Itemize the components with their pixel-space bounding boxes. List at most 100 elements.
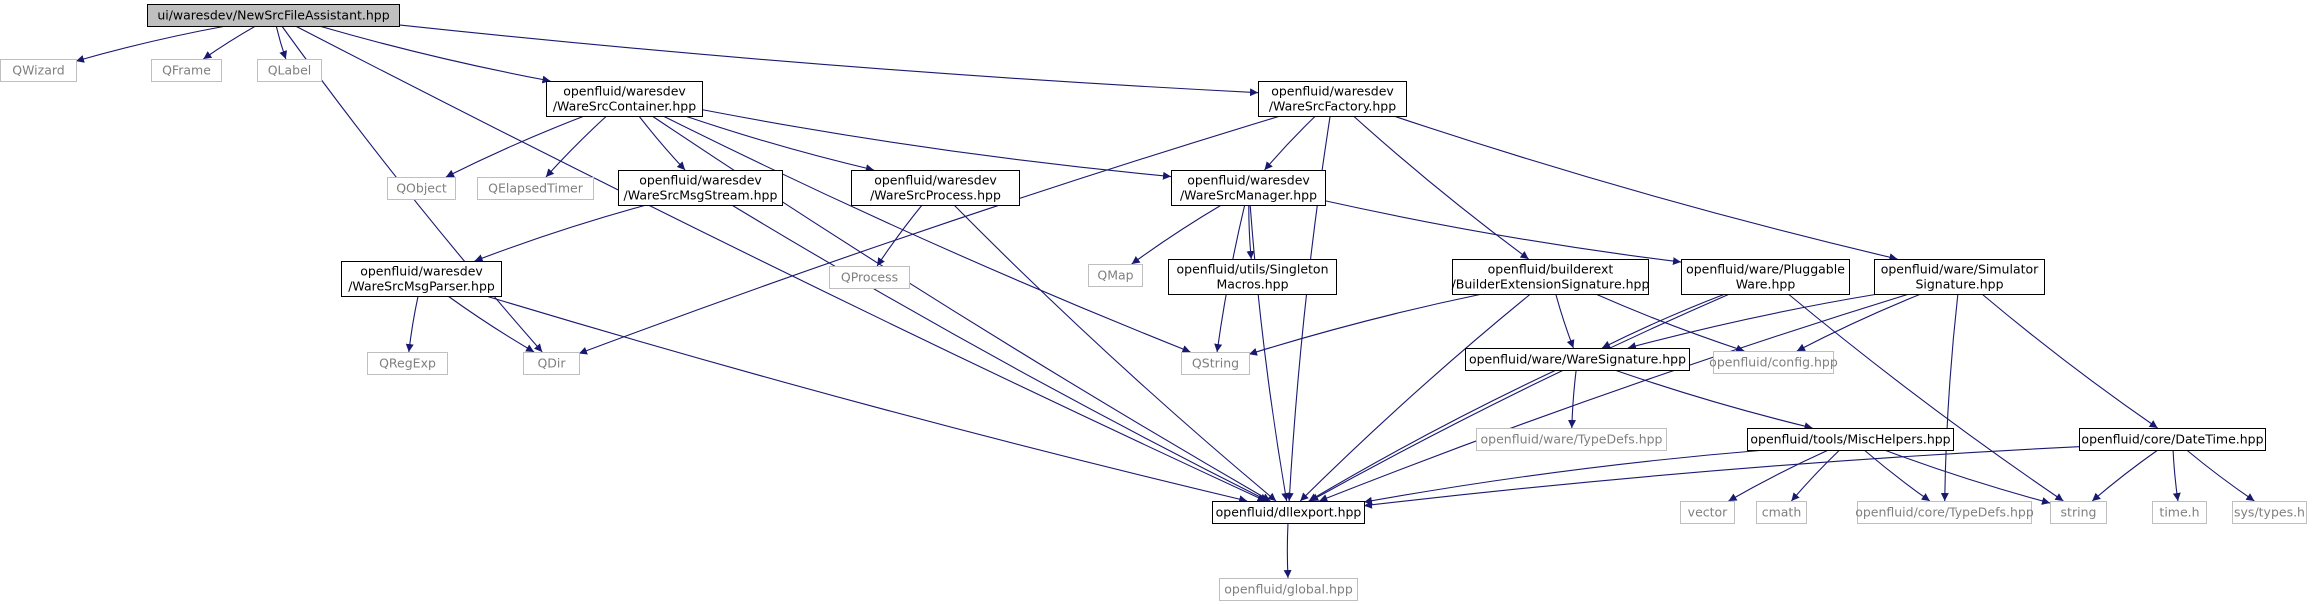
node-datetime[interactable]: openfluid/core/DateTime.hpp <box>2079 428 2266 451</box>
node-label: openfluid/ware/Simulator <box>1881 262 2039 277</box>
node-box <box>1452 259 1649 295</box>
node-label: QFrame <box>162 63 211 78</box>
edge-manager-to-qmap <box>1131 204 1222 265</box>
edge-pluggable-to-string <box>1787 293 2064 502</box>
node-vector: vector <box>1680 501 1735 524</box>
node-box <box>341 261 502 297</box>
edge-manager-to-singleton <box>1246 204 1255 260</box>
node-box <box>0 59 77 82</box>
node-box <box>1747 428 1954 451</box>
node-box <box>1258 81 1407 117</box>
edge-root-to-factory <box>398 24 1259 97</box>
nodes: ui/waresdev/NewSrcFileAssistant.hppQWiza… <box>0 4 2307 601</box>
node-box <box>257 59 322 82</box>
edge-root-to-qframe <box>203 25 256 60</box>
node-qdir: QDir <box>523 352 580 375</box>
node-qframe: QFrame <box>151 59 222 82</box>
edge-process-to-qprocess <box>876 204 923 267</box>
node-box <box>1857 501 2032 524</box>
edge-container-to-msgstream <box>638 115 686 171</box>
edge-mischelpers-to-coretypedefs <box>1863 449 1931 502</box>
node-manager[interactable]: openfluid/waresdev/WareSrcManager.hpp <box>1171 170 1326 206</box>
node-box <box>546 81 703 117</box>
node-box <box>1171 170 1326 206</box>
node-label: string <box>2061 505 2097 520</box>
node-msgstream[interactable]: openfluid/waresdev/WareSrcMsgStream.hpp <box>618 170 783 206</box>
node-qstring: QString <box>1181 352 1250 375</box>
edge-dllexport-to-global <box>1283 522 1292 579</box>
node-label: openfluid/waresdev <box>1187 173 1310 188</box>
edge-builderext-to-config <box>1595 293 1745 353</box>
node-msgparser[interactable]: openfluid/waresdev/WareSrcMsgParser.hpp <box>341 261 502 297</box>
node-label: openfluid/config.hpp <box>1709 355 1838 370</box>
node-process[interactable]: openfluid/waresdev/WareSrcProcess.hpp <box>851 170 1020 206</box>
node-waresig[interactable]: openfluid/ware/WareSignature.hpp <box>1465 348 1690 371</box>
node-label: QLabel <box>268 63 312 78</box>
node-label: QWizard <box>12 63 64 78</box>
node-root[interactable]: ui/waresdev/NewSrcFileAssistant.hpp <box>147 4 400 27</box>
edge-factory-to-manager <box>1264 115 1316 171</box>
node-label: openfluid/ware/Pluggable <box>1686 262 1845 277</box>
edge-datetime-to-timeh <box>2172 449 2181 502</box>
node-dllexport[interactable]: openfluid/dllexport.hpp <box>1212 501 1365 524</box>
edge-pluggable-to-waresig <box>1601 293 1726 349</box>
node-box <box>1680 501 1735 524</box>
node-box <box>387 177 456 200</box>
node-qlabel: QLabel <box>257 59 322 82</box>
node-label: QProcess <box>841 270 898 285</box>
edge-waresig-to-mischelpers <box>1614 369 1813 431</box>
node-box <box>618 170 783 206</box>
edge-msgstream-to-msgparser <box>474 204 647 262</box>
edge-container-to-process <box>684 115 874 173</box>
node-box <box>2050 501 2107 524</box>
edge-container-to-qstring <box>662 115 1191 353</box>
edge-pluggable-to-dllexport <box>1310 293 1730 502</box>
node-label: openfluid/tools/MiscHelpers.hpp <box>1750 432 1950 447</box>
node-label: /WareSrcManager.hpp <box>1180 188 1317 203</box>
node-box <box>523 352 580 375</box>
node-box <box>1181 352 1250 375</box>
edge-msgstream-to-dllexport <box>731 204 1269 502</box>
node-builderext[interactable]: openfluid/builderext/BuilderExtensionSig… <box>1452 259 1650 295</box>
edge-container-to-qobject <box>445 115 585 178</box>
node-box <box>2152 501 2207 524</box>
node-label: openfluid/global.hpp <box>1224 582 1353 597</box>
node-label: /BuilderExtensionSignature.hpp <box>1452 277 1650 292</box>
node-label: /WareSrcMsgStream.hpp <box>624 188 778 203</box>
node-label: QDir <box>537 356 566 371</box>
node-global: openfluid/global.hpp <box>1219 578 1358 601</box>
edge-builderext-to-dllexport <box>1299 293 1531 502</box>
node-box <box>829 266 910 289</box>
node-qprocess: QProcess <box>829 266 910 289</box>
edge-container-to-qelapsed <box>545 115 607 178</box>
node-box <box>477 177 594 200</box>
edge-simsig-to-coretypedefs <box>1940 293 1959 502</box>
node-label: sys/types.h <box>2234 505 2305 520</box>
node-waretypedefs: openfluid/ware/TypeDefs.hpp <box>1476 428 1667 451</box>
edge-datetime-to-dllexport <box>1363 446 2080 509</box>
node-systypes: sys/types.h <box>2232 501 2307 524</box>
node-container[interactable]: openfluid/waresdev/WareSrcContainer.hpp <box>546 81 703 117</box>
node-factory[interactable]: openfluid/waresdev/WareSrcFactory.hpp <box>1258 81 1407 117</box>
node-label: time.h <box>2159 505 2199 520</box>
edge-mischelpers-to-vector <box>1728 449 1829 502</box>
edge-simsig-to-waresig <box>1627 293 1879 350</box>
node-label: vector <box>1688 505 1729 520</box>
node-label: QRegExp <box>379 356 436 371</box>
edge-waresig-to-waretypedefs <box>1568 369 1577 429</box>
node-cmath: cmath <box>1756 501 1807 524</box>
node-box <box>1681 259 1850 295</box>
node-qobject: QObject <box>387 177 456 200</box>
edge-simsig-to-config <box>1796 293 1922 352</box>
node-label: QString <box>1192 356 1239 371</box>
node-label: openfluid/waresdev <box>639 173 762 188</box>
edge-factory-to-qdir <box>578 115 1281 355</box>
node-label: QObject <box>396 181 447 196</box>
node-mischelpers[interactable]: openfluid/tools/MiscHelpers.hpp <box>1747 428 1954 451</box>
edge-waresig-to-dllexport <box>1308 369 1557 502</box>
edge-msgparser-to-qdir <box>447 295 535 353</box>
